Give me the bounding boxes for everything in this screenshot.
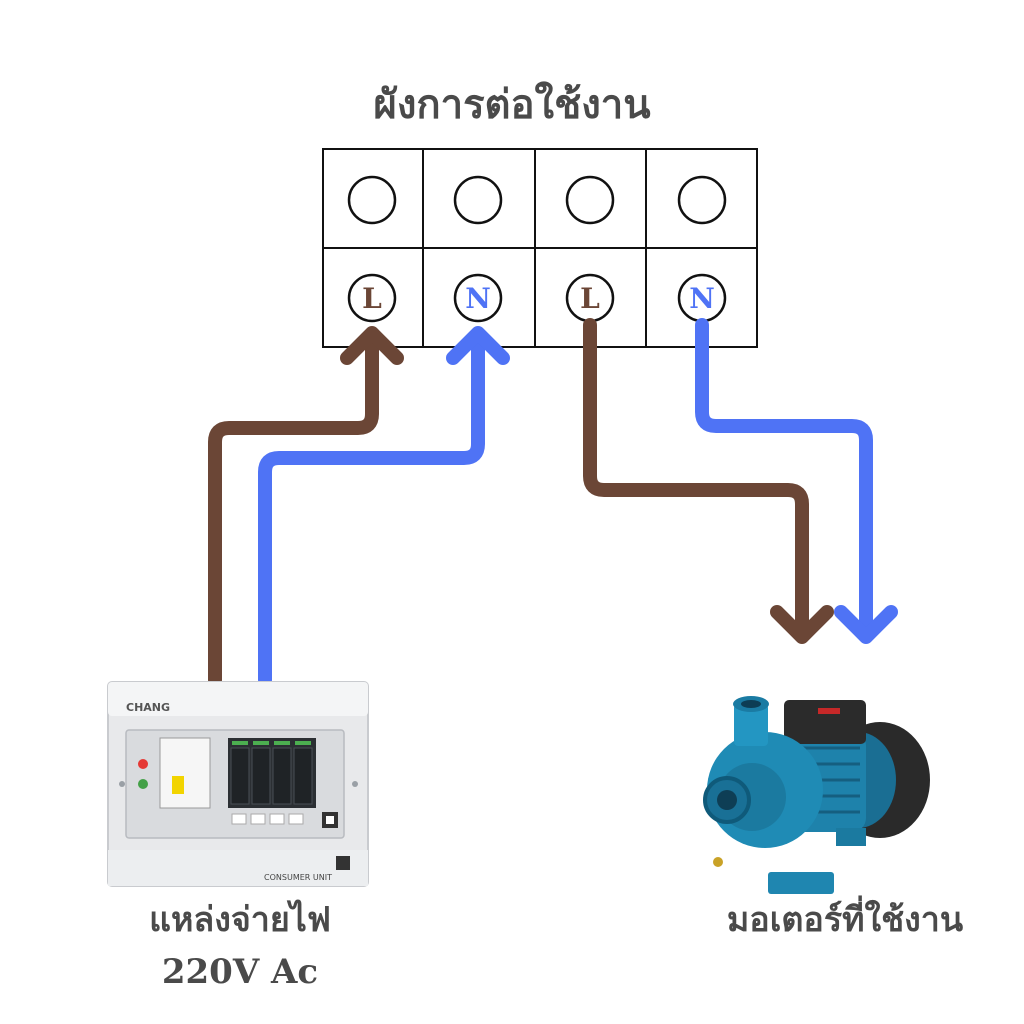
brand-logo: CHANG: [126, 701, 170, 714]
diagram-title: ผังการต่อใช้งาน: [373, 82, 651, 128]
neutral-arrowhead-in: [446, 326, 510, 365]
power-source-voltage: 220V Ac: [161, 952, 319, 992]
terminal-block: L N L N: [322, 148, 758, 348]
motor-label: มอเตอร์ที่ใช้งาน: [726, 900, 964, 940]
terminal-screw-2: [453, 175, 503, 225]
terminal-letter-2: N: [465, 282, 491, 315]
consumer-unit-image: CHANG CONSUMER UNIT: [107, 681, 369, 887]
terminal-screw-1: [347, 175, 397, 225]
panel-caption: CONSUMER UNIT: [264, 873, 332, 882]
live-arrowhead-in: [340, 326, 404, 365]
terminal-screw-3: [565, 175, 615, 225]
neutral-arrowhead-out: [834, 605, 898, 644]
live-arrowhead-out: [770, 605, 834, 644]
terminal-l-source: [347, 273, 397, 323]
terminal-n-source: [453, 273, 503, 323]
terminal-letter-1: L: [362, 282, 382, 315]
terminal-screw-4: [677, 175, 727, 225]
live-wire-out: [583, 318, 809, 639]
neutral-wire-in: [258, 333, 485, 687]
neutral-wire-out: [695, 318, 873, 639]
terminal-letter-4: N: [689, 282, 715, 315]
power-source-title: แหล่งจ่ายไฟ: [149, 900, 331, 940]
live-wire-in: [208, 333, 379, 687]
pump-motor-image: [703, 696, 930, 894]
power-source-label: แหล่งจ่ายไฟ 220V Ac: [90, 894, 390, 998]
terminal-letter-3: L: [580, 282, 600, 315]
